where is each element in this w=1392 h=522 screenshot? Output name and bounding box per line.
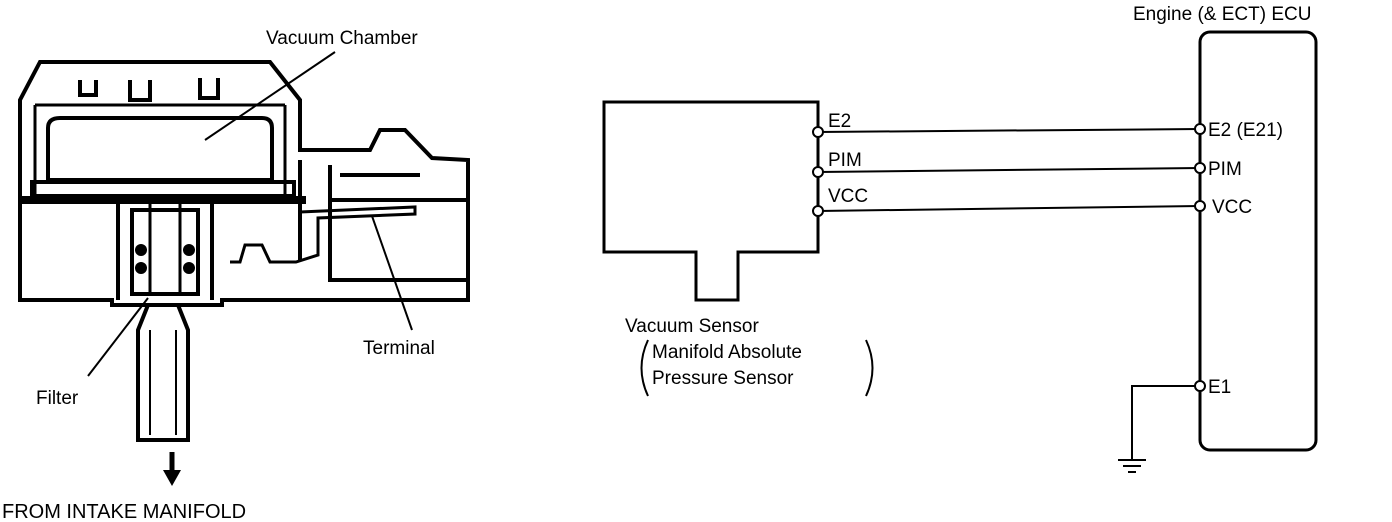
- label-terminal: Terminal: [363, 338, 435, 359]
- ecu-pin-pim: PIM: [1208, 159, 1242, 180]
- sensor-cutaway: Vacuum Chamber Terminal Filter FROM INTA…: [2, 28, 470, 522]
- leader-vacuum-chamber: [204, 51, 336, 141]
- leader-filter: [87, 297, 149, 377]
- sensor-pin-e2: E2: [828, 111, 851, 132]
- vacuum-chamber-shape: [46, 116, 274, 182]
- sensor-label-paren-right: [865, 339, 874, 397]
- flow-arrow-head: [163, 470, 181, 486]
- leader-terminal: [371, 215, 413, 331]
- intake-nozzle: [136, 303, 190, 442]
- wire-pim: [817, 167, 1201, 173]
- sensor-label-line2: Manifold Absolute: [652, 342, 802, 363]
- ecu-terminal-e1: [1194, 380, 1206, 392]
- ecu-terminal-vcc: [1194, 200, 1206, 212]
- housing-inner-wall: [33, 103, 287, 200]
- label-from-intake: FROM INTAKE MANIFOLD: [2, 501, 246, 522]
- spring-coil: [135, 244, 147, 256]
- sensor-label-line1: Vacuum Sensor: [625, 316, 759, 337]
- vacuum-sensor-box: [602, 100, 820, 302]
- wire-vcc: [817, 205, 1201, 212]
- terminal-rod: [230, 205, 417, 264]
- ecu-pin-vcc: VCC: [1212, 197, 1252, 218]
- ecu-pin-e1: E1: [1208, 377, 1231, 398]
- sensor-label-line3: Pressure Sensor: [652, 368, 794, 389]
- sensor-terminal-vcc: [812, 205, 824, 217]
- label-filter: Filter: [36, 388, 79, 409]
- diaphragm-plate: [30, 180, 296, 198]
- ecu-pin-e2: E2 (E21): [1208, 120, 1283, 141]
- ground-wire: [1131, 385, 1195, 460]
- sensor-housing: [18, 60, 470, 307]
- nozzle-inner-wall: [149, 330, 177, 435]
- spring-core: [148, 198, 182, 296]
- port-column: [116, 204, 214, 300]
- spring-coil: [135, 262, 147, 274]
- connector-body: [298, 160, 468, 282]
- sensor-label-paren-left: [640, 339, 649, 397]
- ecu-terminal-pim: [1194, 162, 1206, 174]
- sensor-terminal-e2: [812, 126, 824, 138]
- wiring-schematic: E2 PIM VCC E2 (E21) PIM VCC E1 Engine (&…: [602, 4, 1318, 473]
- housing-top-notches: [78, 78, 220, 102]
- spring-coil: [183, 262, 195, 274]
- sensor-terminal-pim: [812, 166, 824, 178]
- ground-symbol: [1118, 459, 1146, 473]
- sensor-pin-pim: PIM: [828, 150, 862, 171]
- ecu-box: [1198, 30, 1318, 452]
- ecu-terminal-e2: [1194, 123, 1206, 135]
- sensor-pin-vcc: VCC: [828, 186, 868, 207]
- wire-e2: [817, 128, 1201, 133]
- ecu-title: Engine (& ECT) ECU: [1133, 4, 1311, 25]
- label-vacuum-chamber: Vacuum Chamber: [266, 28, 418, 49]
- spring-coil: [183, 244, 195, 256]
